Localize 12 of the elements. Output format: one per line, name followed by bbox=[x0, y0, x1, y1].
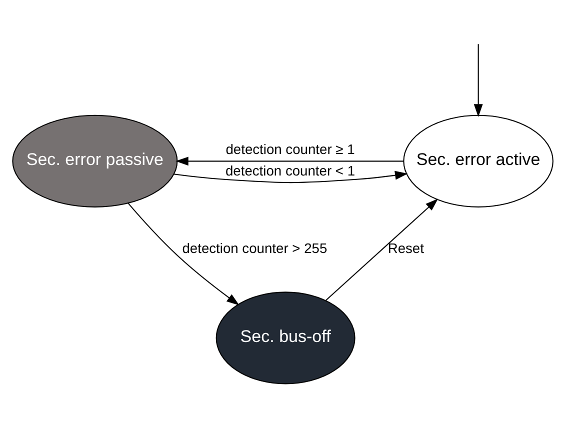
arrow bbox=[176, 156, 404, 166]
edge-label: detection counter < 1 bbox=[225, 162, 356, 178]
arrow bbox=[326, 198, 438, 300]
arrow bbox=[174, 170, 408, 183]
edge-label: Reset bbox=[388, 240, 424, 256]
node-ellipse: Sec. bus-off bbox=[216, 291, 356, 384]
node-ellipse: Sec. error active bbox=[403, 114, 554, 207]
edge-label: detection counter > 255 bbox=[182, 240, 328, 256]
node-ellipse: Sec. error passive bbox=[12, 114, 178, 207]
arrow bbox=[474, 44, 483, 116]
arrow bbox=[128, 202, 240, 305]
edge-label: detection counter ≥ 1 bbox=[226, 140, 355, 157]
